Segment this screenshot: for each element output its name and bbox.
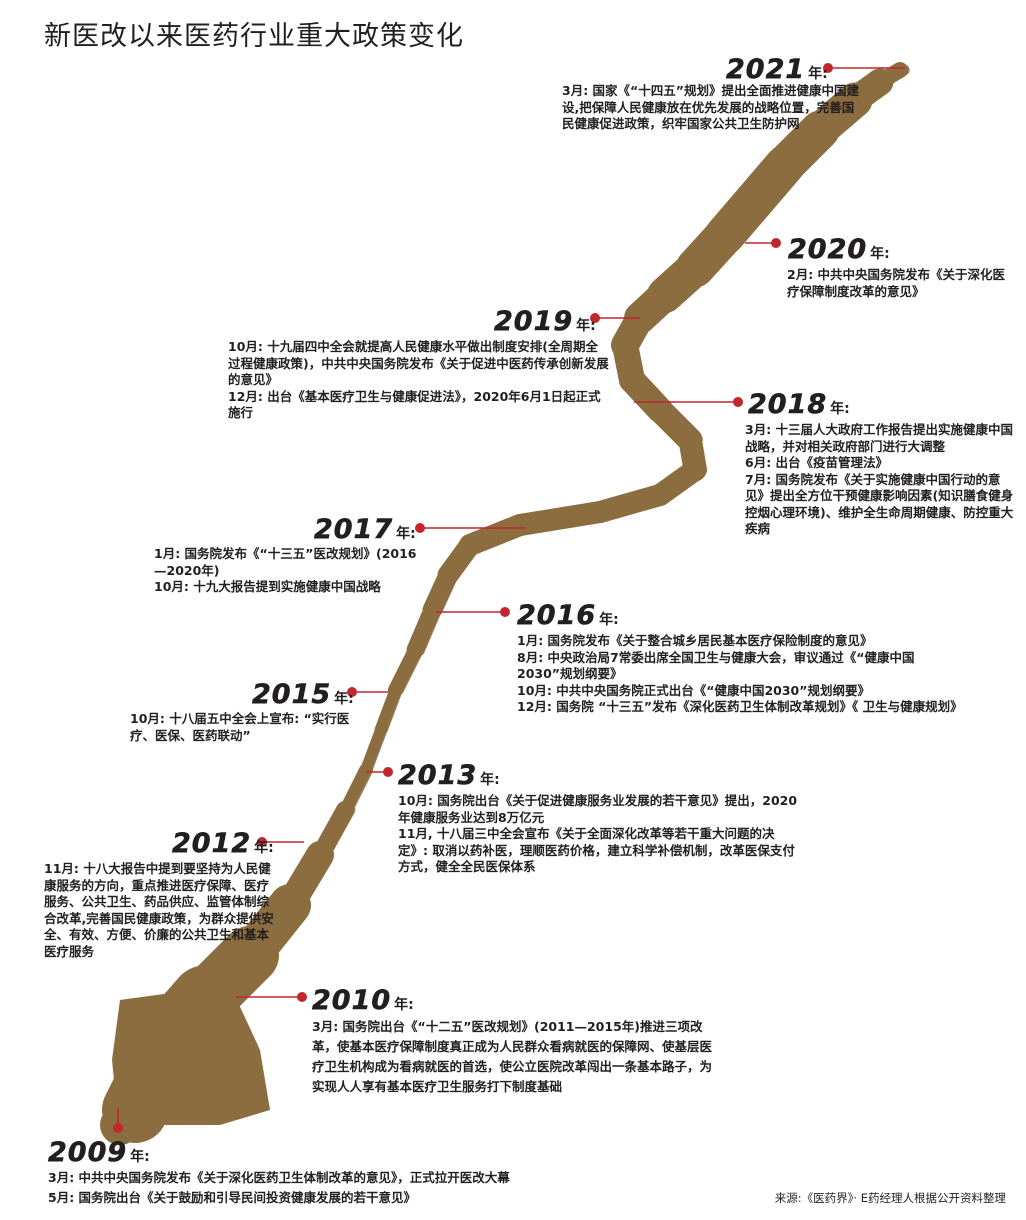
milestone-dot — [590, 313, 600, 323]
year-suffix: 年: — [394, 997, 414, 1013]
year-number: 2016 — [517, 600, 597, 631]
brush-segment — [381, 687, 402, 733]
milestone-dot — [383, 767, 393, 777]
page-title: 新医改以来医药行业重大政策变化 — [44, 21, 464, 52]
events-2019: 10月: 十九届四中全会就提高人民健康水平做出制度安排(全周期全过程健康政策)，… — [228, 339, 610, 422]
brush-segment — [431, 570, 457, 615]
event-item: 10月: 十九大报告提到实施健康中国战略 — [154, 579, 381, 594]
year-number: 2020 — [788, 234, 868, 265]
milestone-dot — [771, 238, 781, 248]
events-2017: 1月: 国务院发布《“十三五”医改规划》(2016—2020年) 10月: 十九… — [154, 546, 426, 596]
brush-base — [112, 985, 270, 1125]
year-number: 2015 — [252, 679, 332, 710]
year-suffix: 年: — [254, 840, 274, 856]
brush-segment — [688, 434, 705, 476]
event-item: 10月: 国务院出台《关于促进健康服务业发展的若干意见》提出，2020年健康服务… — [398, 793, 798, 825]
milestone-dot — [500, 607, 510, 617]
events-2012: 11月: 十八大报告中提到要坚持为人民健康服务的方向，重点推进医疗保障、医疗服务… — [44, 861, 276, 960]
brush-segment — [366, 727, 387, 773]
event-item: 2月: 中共中央国务院发布《关于深化医疗保障制度改革的意见》 — [787, 267, 1006, 299]
events-2018: 3月: 十三届人大政府工作报告提出实施健康中国战略，并对相关政府部门进行大调整 … — [745, 422, 1015, 538]
year-suffix: 年: — [599, 612, 619, 628]
year-number: 2021 — [726, 54, 806, 85]
brush-segment — [658, 404, 700, 446]
events-2016: 1月: 国务院发布《关于整合城乡居民基本医疗保险制度的意见》 8月: 中央政治局… — [517, 633, 963, 716]
year-number: 2010 — [312, 985, 392, 1016]
year-number: 2019 — [494, 306, 574, 337]
year-number: 2009 — [48, 1137, 128, 1168]
milestone-dot — [113, 1123, 123, 1133]
source-note: 来源:《医药界》· E药经理人根据公开资料整理 — [774, 1191, 1006, 1205]
year-suffix: 年: — [576, 318, 596, 334]
event-item: 1月: 国务院发布《关于整合城乡居民基本医疗保险制度的意见》 — [517, 633, 873, 648]
event-item: 3月: 十三届人大政府工作报告提出实施健康中国战略，并对相关政府部门进行大调整 — [745, 422, 1014, 454]
brush-segment — [346, 767, 372, 813]
milestone-dot — [297, 992, 307, 1002]
milestone-dot — [257, 837, 267, 847]
milestone-dot — [823, 63, 833, 73]
event-item: 10月: 中共中央国务院正式出台《“健康中国2030”规划纲要》 — [517, 682, 870, 698]
event-item: 5月: 国务院出台《关于鼓励和引导民间投资健康发展的若干意见》 — [48, 1190, 417, 1205]
brush-segment — [360, 725, 385, 775]
events-2009: 3月: 中共中央国务院发布《关于深化医药卫生体制改革的意见》，正式拉开医改大幕 … — [48, 1168, 588, 1208]
brush-segment — [319, 805, 354, 860]
events-2010: 3月: 国务院出台《“十二五”医改规划》(2011—2015年)推进三项改革，使… — [312, 1017, 724, 1097]
events-2021: 3月: 国家《“十四五”规划》提出全面推进健康中国建设,把保障人民健康放在优先发… — [562, 83, 862, 133]
brush-segment — [519, 507, 609, 530]
brush-segment — [623, 339, 642, 386]
year-suffix: 年: — [396, 526, 416, 542]
event-item: 12月: 出台《基本医疗卫生与健康促进法》，2020年6月1日起正式施行 — [228, 388, 601, 421]
brush-segment — [447, 540, 479, 580]
event-item: 11月, 十八届三中全会宣布《关于全面深化改革等若干重大问题的决定》: 取消以药… — [398, 826, 795, 874]
event-item: 12月: 国务院 “十三五”发布《深化医药卫生体制改革规划》《 卫生与健康规划》 — [517, 699, 963, 714]
brush-stroke — [100, 62, 910, 1145]
event-item: 8月: 中央政治局7常委出席全国卫生与健康大会，审议通过《“健康中国2030”规… — [517, 649, 915, 682]
year-suffix: 年: — [334, 691, 354, 707]
event-item: 3月: 国务院出台《“十二五”医改规划》(2011—2015年)推进三项改革，使… — [312, 1019, 713, 1094]
year-number: 2013 — [398, 760, 478, 791]
event-item: 7月: 国务院发布《关于实施健康中国行动的意见》提出全方位干预健康影响因素(知识… — [745, 471, 1014, 537]
event-item: 1月: 国务院发布《“十三五”医改规划》(2016—2020年) — [154, 546, 417, 578]
year-number: 2017 — [314, 514, 394, 545]
year-suffix: 年: — [480, 772, 500, 788]
milestone-dot — [733, 397, 743, 407]
event-item: 6月: 出台《疫苗管理法》 — [745, 455, 889, 470]
event-item: 10月: 十八届五中全会上宣布: “实行医疗、医保、医药联动” — [130, 711, 350, 743]
year-suffix: 年: — [808, 66, 828, 82]
year-suffix: 年: — [870, 246, 890, 262]
events-2020: 2月: 中共中央国务院发布《关于深化医疗保障制度改革的意见》 — [787, 267, 1013, 300]
events-2013: 10月: 国务院出台《关于促进健康服务业发展的若干意见》提出，2020年健康服务… — [398, 793, 798, 876]
brush-segment — [659, 465, 704, 500]
brush-segment — [630, 374, 670, 416]
event-item: 3月: 中共中央国务院发布《关于深化医药卫生体制改革的意见》，正式拉开医改大幕 — [48, 1170, 510, 1185]
event-item: 3月: 国家《“十四五”规划》提出全面推进健康中国建设,把保障人民健康放在优先发… — [562, 83, 859, 131]
events-2015: 10月: 十八届五中全会上宣布: “实行医疗、医保、医药联动” — [130, 711, 356, 744]
year-number: 2018 — [748, 389, 828, 420]
brush-segment — [415, 606, 440, 654]
brush-segment — [599, 490, 669, 517]
brush-segment — [287, 848, 331, 912]
milestone-connectors — [113, 63, 905, 1133]
brush-segment — [395, 646, 423, 694]
event-item: 10月: 十九届四中全会就提高人民健康水平做出制度安排(全周期全过程健康政策)，… — [228, 339, 609, 387]
year-suffix: 年: — [830, 401, 850, 417]
event-item: 11月: 十八大报告中提到要坚持为人民健康服务的方向，重点推进医疗保障、医疗服务… — [44, 861, 274, 959]
year-suffix: 年: — [130, 1149, 150, 1165]
milestone-dot — [415, 523, 425, 533]
milestone-dot — [347, 687, 357, 697]
year-number: 2012 — [172, 828, 252, 859]
